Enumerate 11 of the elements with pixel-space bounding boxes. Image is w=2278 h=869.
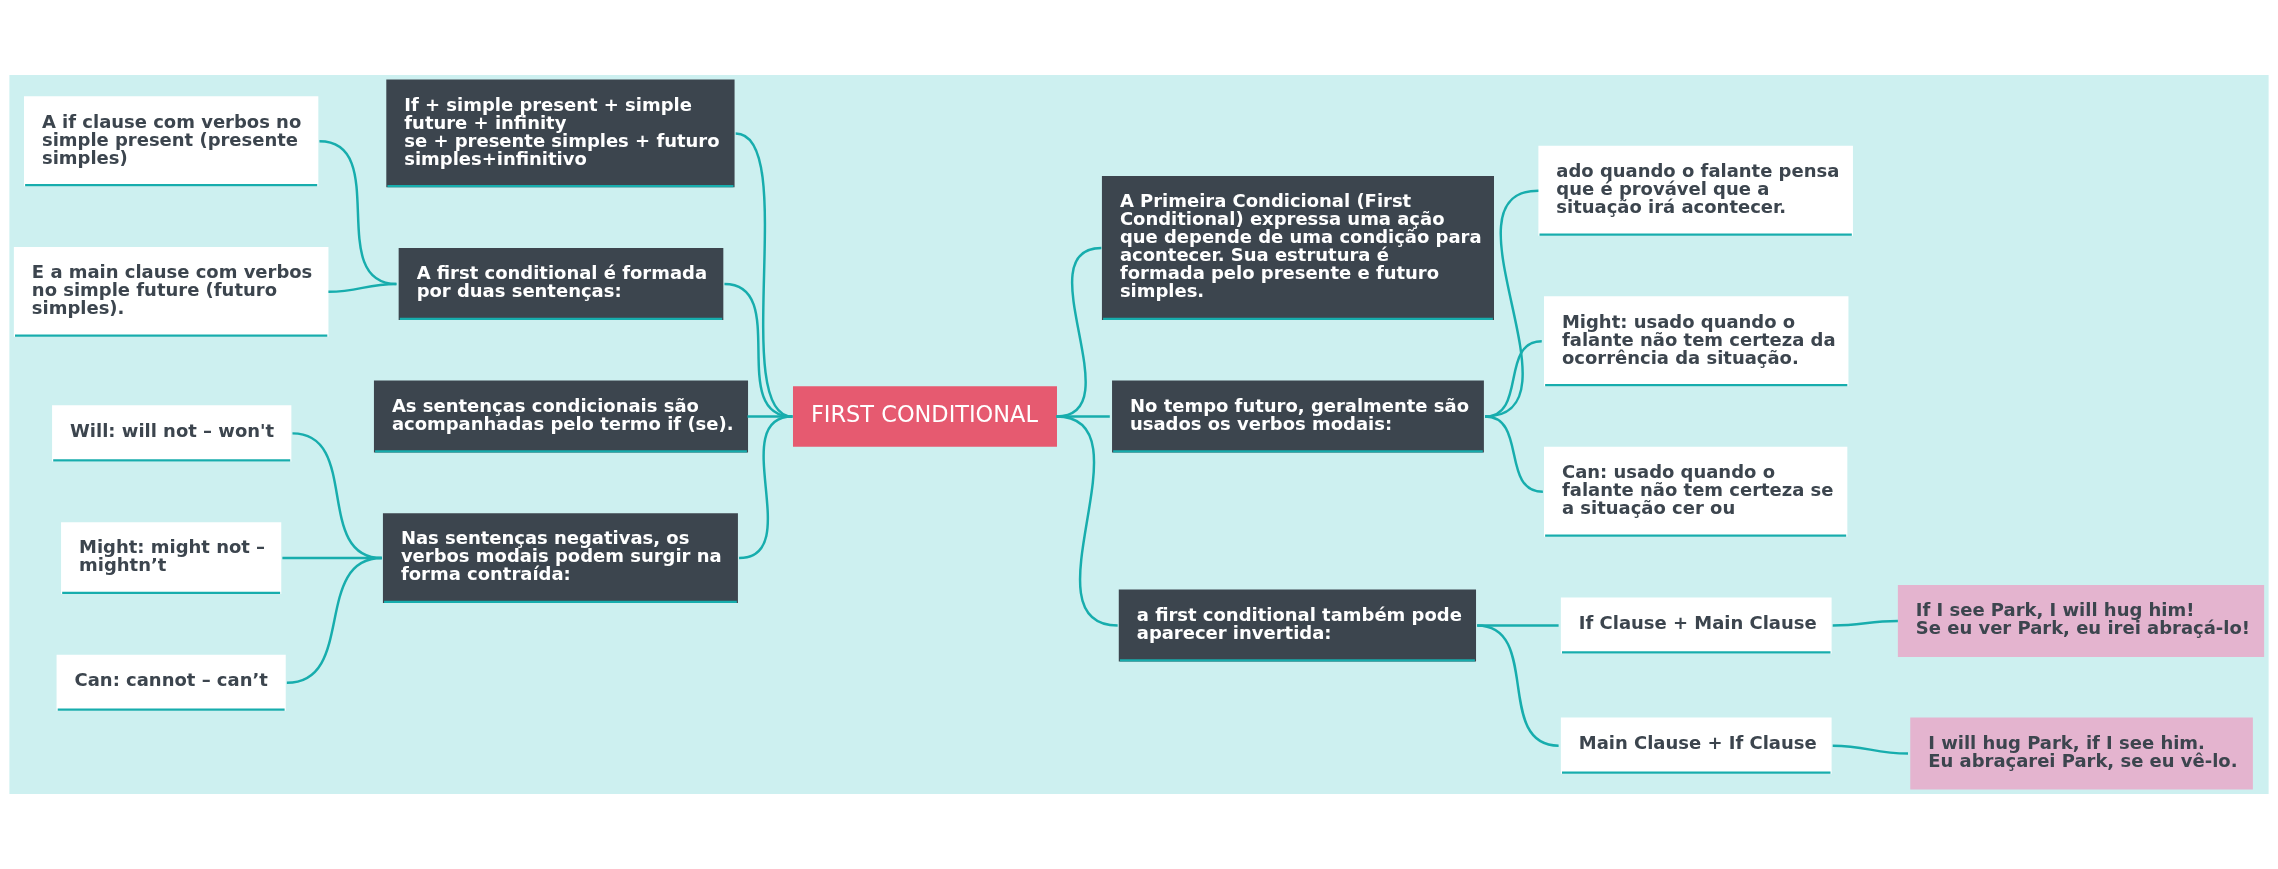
node-box: If I see Park, I will hug him! Se eu ver Park, eu irei abraçá-lo! (1897, 585, 2265, 657)
node-box: I will hug Park, if I see him. Eu abraçarei Park, se eu vê-lo. (1910, 717, 2253, 790)
connector (1832, 619, 1898, 627)
node-box: FIRST CONDITIONAL (793, 386, 1057, 447)
connector (1832, 744, 1908, 755)
connector (1476, 624, 1559, 747)
connector (328, 282, 397, 294)
connector (1484, 415, 1544, 493)
connector (738, 415, 793, 560)
connector (1056, 415, 1118, 627)
connector (286, 556, 382, 684)
